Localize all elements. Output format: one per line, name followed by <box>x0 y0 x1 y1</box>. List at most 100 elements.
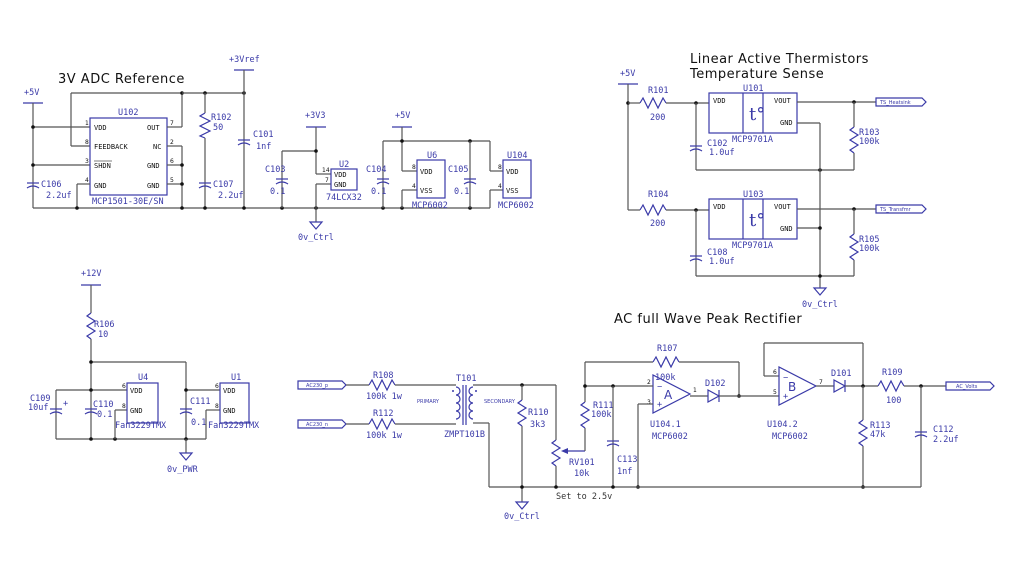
resistor-r101: R101 200 <box>639 86 668 123</box>
ref-label: R105 <box>859 235 879 245</box>
section-gate-driver-supply: +12V R106 10 + C109 10uf C110 0.1 <box>28 269 260 475</box>
value-label: 1.0uf <box>709 148 735 158</box>
pin-num: 2 <box>170 139 174 146</box>
value-label: 10k <box>574 469 589 479</box>
power-5v-c: +5V <box>618 69 638 85</box>
ref-label: R107 <box>657 344 677 354</box>
capacitor-c104: C104 0.1 <box>366 165 390 197</box>
rv101-note: Set to 2.5v <box>556 492 612 502</box>
pin-name: GND <box>130 407 143 415</box>
value-label: 2.2uf <box>933 435 959 445</box>
ic-u101: U101 VDD t° VOUT GND MCP9701A <box>708 84 798 145</box>
pin-name: VDD <box>94 124 107 132</box>
power-label: +5V <box>395 111 410 121</box>
value-label: 100k <box>859 244 879 254</box>
temperature-symbol-icon: t° <box>749 104 765 125</box>
resistor-r111: R111 100k <box>579 401 613 429</box>
value-label: 0.1 <box>191 418 206 428</box>
resistor-r105: R105 100k <box>848 233 879 261</box>
resistor-r108: R108 100k 1w <box>366 371 403 402</box>
ref-label: C112 <box>933 425 953 435</box>
power-3vref: +3Vref <box>229 55 260 71</box>
pin-name: VSS <box>506 187 519 195</box>
net-port-ac-volts: AC_Volts <box>945 381 995 391</box>
ref-label: C107 <box>213 180 233 190</box>
resistor-r106: R106 10 <box>85 312 114 340</box>
value-label: 10uf <box>28 403 48 413</box>
resistor-r112: R112 100k 1w <box>366 409 403 441</box>
title-rectifier: AC full Wave Peak Rectifier <box>614 312 802 327</box>
diode-d101: D101 <box>831 369 851 394</box>
opamp-u104-2: − + B 6 5 7 U104.2 MCP6002 <box>767 366 823 442</box>
value-label: 1nf <box>617 467 632 477</box>
ref-label: C102 <box>707 139 727 149</box>
pin-name: GND <box>334 181 347 189</box>
ref-label: D101 <box>831 369 851 379</box>
part-label: MCP9701A <box>732 241 773 251</box>
pin-num: 7 <box>325 177 329 184</box>
ref-label: U103 <box>743 190 763 200</box>
section-adc-reference: 3V ADC Reference +5V C106 2.2uf U102 MCP… <box>23 55 534 243</box>
pin-name: VOUT <box>774 203 792 211</box>
value-label: 200 <box>650 219 665 229</box>
resistor-r107: R107 100k <box>652 344 680 383</box>
ref-label: C111 <box>190 397 210 407</box>
power-label: +12V <box>81 269 101 279</box>
ref-label: R113 <box>870 421 890 431</box>
value-label: 2.2uf <box>218 191 244 201</box>
resistor-r109: R109 100 <box>877 368 905 406</box>
part-label: MCP1501-30E/SN <box>92 197 164 207</box>
ref-label: C108 <box>707 248 727 258</box>
pin-name: VDD <box>506 168 519 176</box>
value-label: 100k <box>859 137 879 147</box>
section-thermistors: Linear Active Thermistors Temperature Se… <box>618 52 927 310</box>
pin-name: VDD <box>130 387 143 395</box>
pin-num: 4 <box>85 177 89 184</box>
power-3v3: +3V3 <box>305 111 326 128</box>
ref-label: C109 <box>30 394 50 404</box>
ref-label: C101 <box>253 130 273 140</box>
ic-u4: U4 6 VDD 8 GND Fan3229TMX <box>115 373 167 431</box>
inverting-input-icon: − <box>783 373 788 383</box>
ref-label: T101 <box>456 374 476 384</box>
net-port-ac230-p: AC230_p <box>297 380 347 390</box>
temperature-symbol-icon: t° <box>749 210 765 231</box>
pin-num: 2 <box>647 379 651 386</box>
potentiometer-rv101: RV101 10k <box>550 439 595 479</box>
value-label: 1nf <box>256 142 271 152</box>
part-label: MCP6002 <box>412 201 448 211</box>
resistor-r113: R113 47k <box>857 419 890 447</box>
value-label: 100k 1w <box>366 392 403 402</box>
pin-num: 4 <box>498 183 502 190</box>
part-label: ZMPT101B <box>444 430 485 440</box>
ref-label: U104.1 <box>650 420 681 430</box>
part-label: MCP6002 <box>498 201 534 211</box>
capacitor-c106: C106 2.2uf <box>26 180 72 201</box>
pin-name: GND <box>147 162 160 170</box>
inverting-input-icon: − <box>657 382 662 392</box>
net-port-label: AC230_p <box>306 383 328 389</box>
ground-label: 0v_Ctrl <box>504 512 540 522</box>
pin-num: 5 <box>170 177 174 184</box>
ref-label: U1 <box>231 373 241 383</box>
pin-name: VDD <box>713 203 726 211</box>
pin-num: 3 <box>647 399 651 406</box>
ref-label: C106 <box>41 180 61 190</box>
pin-num: 8 <box>498 164 502 171</box>
capacitor-c103: C103 0.1 <box>265 165 289 197</box>
noninverting-input-icon: + <box>783 392 788 402</box>
pin-num: 6 <box>773 369 777 376</box>
pin-num: 8 <box>215 403 219 410</box>
pin-num: 6 <box>122 383 126 390</box>
power-label: +5V <box>24 88 39 98</box>
capacitor-c113: C113 1nf <box>606 440 637 477</box>
value-label: 0.1 <box>97 410 112 420</box>
value-label: 10 <box>98 330 108 340</box>
pin-name: NC <box>153 143 161 151</box>
net-port-label: TS_Heatsink <box>879 100 911 106</box>
ref-label: U104 <box>507 151 527 161</box>
ref-label: R104 <box>648 190 668 200</box>
capacitor-c102: C102 1.0uf <box>689 139 735 158</box>
ic-u1: U1 6 VDD 8 GND Fan3229TMX <box>208 373 260 431</box>
transformer-t101: T101 ZMPT101B <box>444 374 485 440</box>
